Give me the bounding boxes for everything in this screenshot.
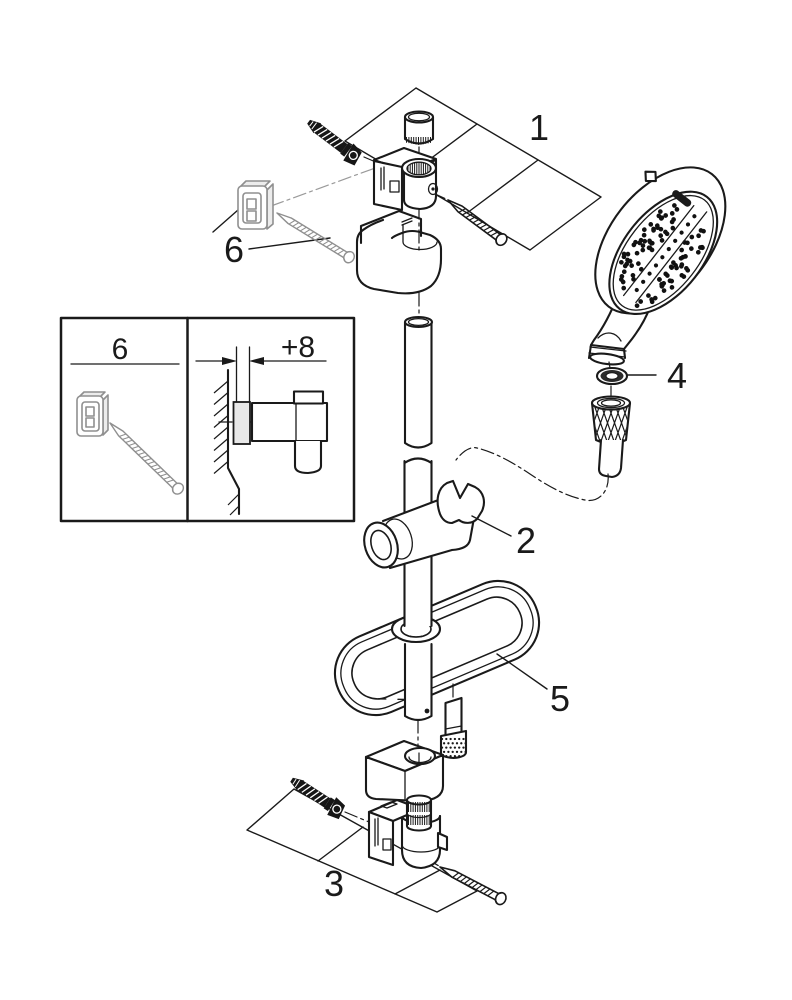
- hand-shower-head: [594, 166, 727, 316]
- brand-badge: [672, 190, 692, 207]
- part-label-5: 5: [550, 678, 570, 719]
- mounting-screw-top: [447, 199, 508, 247]
- inset-wall-section: [195, 346, 329, 516]
- dimension-arrow-right: [222, 357, 237, 365]
- inset-detail-box: [59, 316, 356, 523]
- outlet-washer-centerline: [608, 361, 611, 369]
- bracket-tab: [436, 831, 449, 852]
- bottom-shroud-cover: [364, 739, 445, 803]
- shower-mount-tab: [644, 170, 657, 183]
- shower-rail-stub: [403, 642, 433, 722]
- part-label-4: 4: [667, 355, 687, 396]
- adjustment-knob: [405, 794, 433, 832]
- inset-panel-label: 6: [112, 333, 129, 366]
- top-shield-cover: [355, 209, 443, 295]
- knob-knurl-texture: [408, 802, 430, 825]
- hose-connector-nut: [590, 395, 632, 445]
- spacer-shim: [232, 401, 251, 445]
- hose-washer: [595, 366, 629, 386]
- spray-mode-divider: [622, 204, 708, 304]
- callout-3-leader-lines: [246, 788, 478, 913]
- shield-slot: [401, 217, 413, 226]
- glide-holder: [363, 479, 485, 570]
- part-label-2: 2: [516, 520, 536, 561]
- part-label-1: 1: [529, 107, 549, 148]
- shower-rail-upper: [403, 315, 434, 449]
- part-label-6: 6: [224, 229, 244, 270]
- dimension-arrow-left: [249, 357, 264, 365]
- inset-wood-screw: [109, 422, 185, 495]
- spray-face: [608, 190, 719, 316]
- screw-alignment-bottom: [344, 811, 370, 823]
- clamp-ring-hatch: [407, 162, 431, 175]
- bracket-cap: [403, 110, 435, 145]
- bottom-wall-bracket: [367, 794, 449, 870]
- machine-screw-bottom: [290, 777, 346, 820]
- soap-tray: [333, 579, 541, 717]
- shroud-rail-hole: [403, 746, 437, 766]
- bracket-cross-section: [250, 390, 329, 475]
- knurled-foot-texture: [441, 737, 466, 758]
- dimension-label: +8: [281, 331, 315, 364]
- bracket-screw-hole: [427, 182, 439, 196]
- shower-holder-fork: [436, 479, 485, 525]
- cap-knurl-texture: [406, 137, 431, 145]
- rail-end-plug: [439, 696, 468, 760]
- mounting-screw-bottom: [439, 866, 507, 906]
- shower-hose-end: [597, 438, 625, 479]
- rail-set-screw-hole: [424, 708, 430, 714]
- top-wall-bracket: [372, 146, 439, 212]
- callout-2-leader: [471, 515, 512, 537]
- callout-5-leader: [496, 653, 548, 690]
- machine-screw-top: [307, 119, 362, 166]
- inset-wall-plug: [76, 391, 109, 437]
- wall-plug-screw: [276, 212, 355, 264]
- wall-plug: [237, 180, 274, 230]
- callout-labels: 1 2 3 4 5 6 6 +8: [112, 107, 687, 904]
- hose-routing-curve: [455, 447, 609, 502]
- part-label-3: 3: [324, 863, 344, 904]
